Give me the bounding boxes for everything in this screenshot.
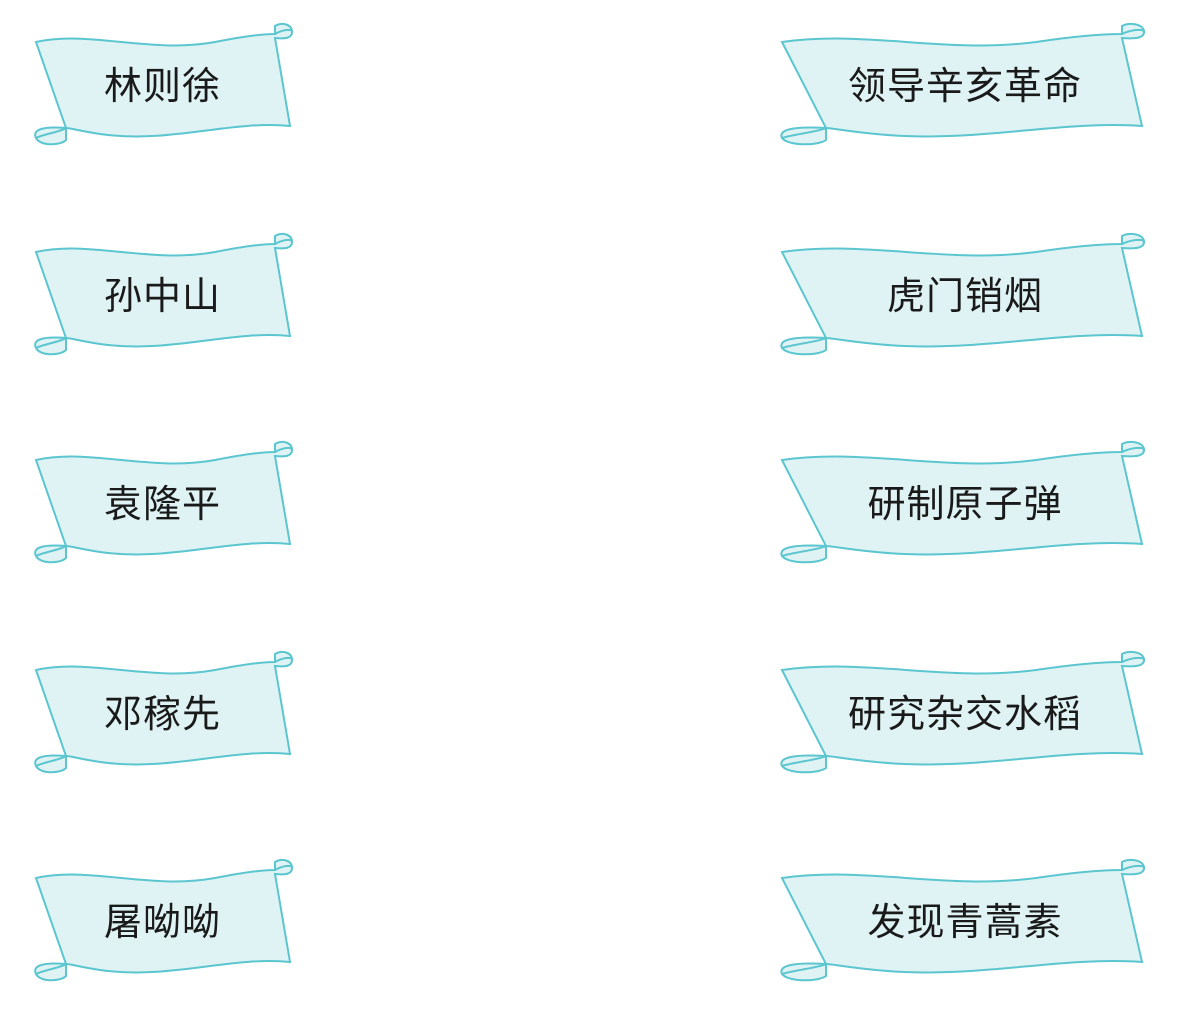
achievement-scroll[interactable]: 研究杂交水稻 [776,650,1148,780]
scroll-banner-shape [776,22,1148,152]
achievement-label: 发现青蒿素 [867,900,1063,944]
person-scroll[interactable]: 屠呦呦 [30,858,295,988]
achievement-scroll[interactable]: 发现青蒿素 [776,858,1148,988]
scroll-banner-shape [776,232,1148,362]
achievement-label: 研制原子弹 [867,482,1063,526]
person-name: 袁隆平 [103,482,221,526]
person-name: 孙中山 [103,274,221,318]
scroll-banner-shape [30,440,295,570]
achievement-label: 领导辛亥革命 [847,64,1082,108]
person-scroll[interactable]: 林则徐 [30,22,295,152]
scroll-banner-shape [776,440,1148,570]
person-scroll[interactable]: 孙中山 [30,232,295,362]
scroll-banner-shape [776,858,1148,988]
achievement-scroll[interactable]: 领导辛亥革命 [776,22,1148,152]
achievement-scroll[interactable]: 虎门销烟 [776,232,1148,362]
achievement-label: 研究杂交水稻 [847,692,1082,736]
scroll-banner-shape [30,650,295,780]
scroll-banner-shape [30,858,295,988]
achievement-label: 虎门销烟 [886,274,1043,318]
person-name: 林则徐 [103,64,221,108]
person-name: 邓稼先 [103,692,221,736]
person-scroll[interactable]: 袁隆平 [30,440,295,570]
person-name: 屠呦呦 [103,900,221,944]
scroll-banner-shape [776,650,1148,780]
person-scroll[interactable]: 邓稼先 [30,650,295,780]
achievement-scroll[interactable]: 研制原子弹 [776,440,1148,570]
scroll-banner-shape [30,22,295,152]
scroll-banner-shape [30,232,295,362]
